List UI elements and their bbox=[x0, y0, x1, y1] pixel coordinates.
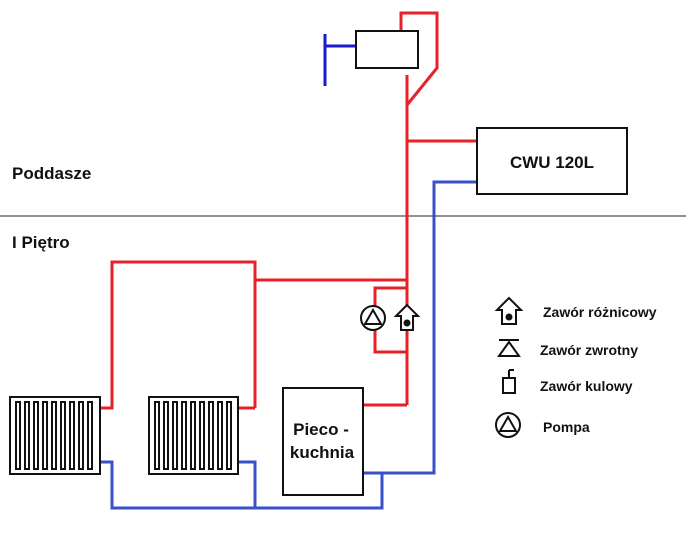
return-pipes bbox=[100, 180, 477, 510]
floor-label-first-floor: I Piętro bbox=[12, 233, 70, 252]
differential-valve-icon bbox=[393, 303, 421, 331]
floor-label-attic: Poddasze bbox=[12, 164, 91, 183]
stove bbox=[282, 387, 364, 496]
radiator-middle bbox=[148, 396, 239, 475]
legend-check-valve-icon bbox=[497, 339, 521, 357]
legend-ball-valve-icon bbox=[502, 369, 516, 394]
cwu-tank-label: CWU 120L bbox=[510, 153, 594, 172]
legend-pump-icon bbox=[495, 412, 521, 438]
stove-label-line2: kuchnia bbox=[290, 443, 355, 462]
expansion-tank bbox=[355, 30, 419, 69]
radiator-left bbox=[9, 396, 101, 475]
legend-differential-valve-label: Zawór różnicowy bbox=[543, 304, 657, 320]
vent-pipe bbox=[323, 34, 356, 86]
supply-pipes bbox=[100, 11, 477, 410]
pump-icon bbox=[360, 305, 386, 331]
legend-differential-valve-icon bbox=[494, 296, 524, 325]
legend-pump-label: Pompa bbox=[543, 419, 590, 435]
legend-check-valve-label: Zawór zwrotny bbox=[540, 342, 638, 358]
legend-ball-valve-label: Zawór kulowy bbox=[540, 378, 633, 394]
stove-label-line1: Pieco - bbox=[293, 420, 349, 439]
legend: Zawór różnicowy Zawór zwrotny Zawór kulo… bbox=[494, 296, 657, 438]
cwu-tank bbox=[476, 127, 628, 195]
